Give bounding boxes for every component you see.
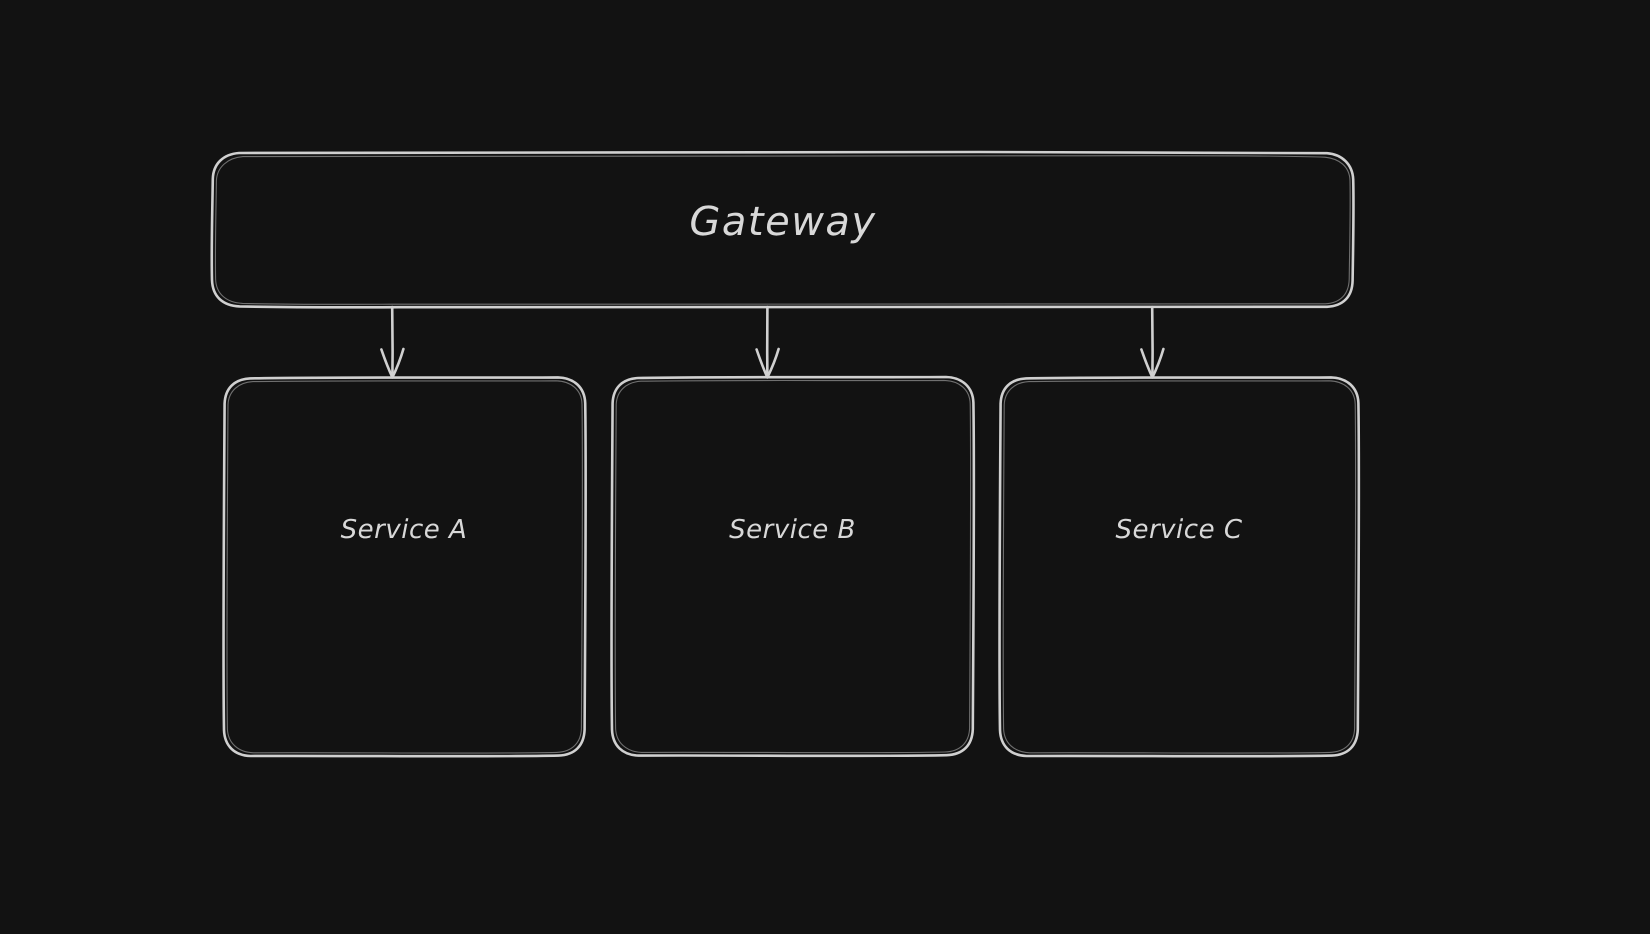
gateway-label-text: Gateway — [689, 199, 877, 245]
service-a-box-outline — [222, 376, 588, 758]
gateway-box-outline — [210, 150, 1355, 309]
node-gateway[interactable] — [210, 150, 1355, 309]
gateway-box-outline-secondary — [214, 155, 1351, 305]
node-label-service-b: Service B — [729, 515, 856, 545]
node-service-b[interactable] — [610, 375, 976, 758]
service-c-box-outline-secondary — [1002, 380, 1357, 754]
edge-c-arrowhead — [1140, 347, 1165, 379]
service-a-box-outline-secondary — [226, 380, 583, 754]
edge-a-arrowhead — [380, 347, 405, 379]
edge-gateway-to-service-c[interactable] — [1140, 305, 1165, 379]
node-label-gateway: Gateway — [0, 199, 1650, 245]
node-service-c[interactable] — [998, 376, 1361, 758]
node-service-a[interactable] — [222, 376, 588, 758]
edge-b-arrowhead — [755, 347, 780, 379]
service-b-box-outline-secondary — [614, 379, 972, 754]
edge-gateway-to-service-b[interactable] — [755, 305, 780, 379]
service-b-box-outline — [610, 375, 976, 758]
node-label-service-a: Service A — [340, 515, 468, 545]
node-label-service-c: Service C — [1115, 515, 1243, 545]
service-c-box-outline — [998, 376, 1361, 758]
edge-gateway-to-service-a[interactable] — [380, 305, 405, 379]
